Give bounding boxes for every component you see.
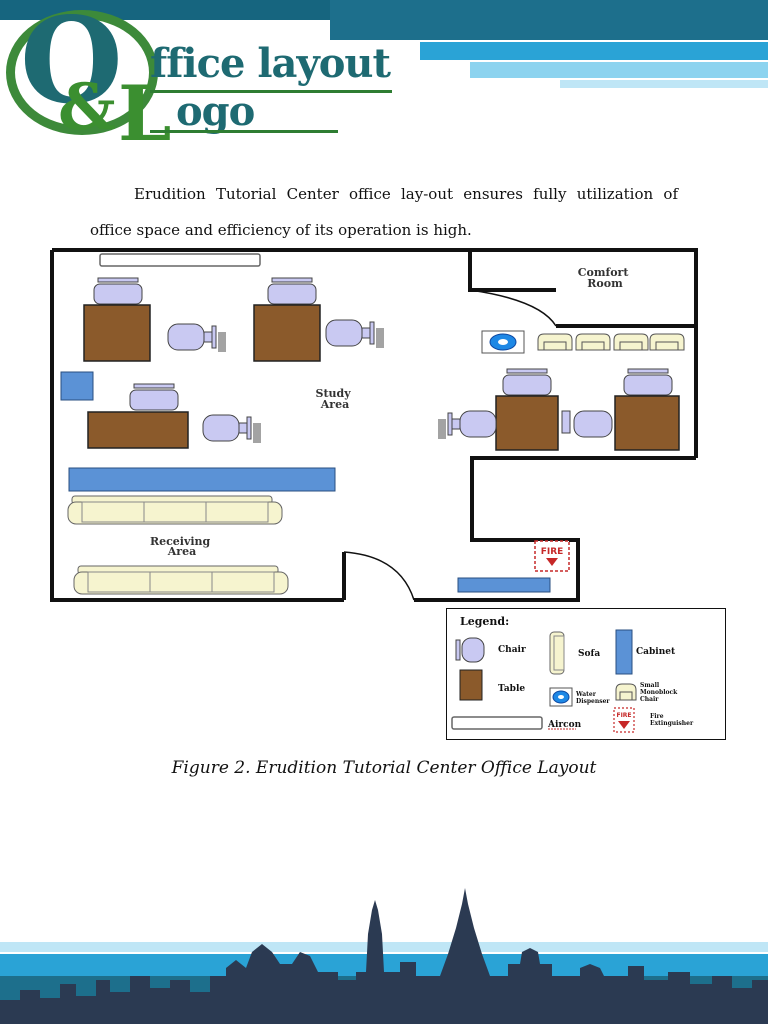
cabinet [68, 467, 336, 492]
footer-band-light [0, 942, 768, 952]
chair [167, 323, 227, 353]
cabinet [60, 371, 94, 401]
paragraph-line-2: office space and efficiency of its opera… [90, 221, 472, 239]
logo-rule [150, 90, 392, 93]
table [495, 395, 559, 451]
table [83, 304, 151, 362]
legend-monoblock-icon [615, 683, 637, 701]
fire-extinguisher: FIRE [534, 540, 570, 572]
legend-water-dispenser-label: Water Dispenser [575, 691, 610, 705]
receiving-area-label: Receiving Area [150, 535, 214, 558]
comfort-room-label: Comfort Room [578, 266, 633, 290]
legend: Legend: Chair Table Sofa Water Dispenser… [446, 608, 726, 740]
svg-text:FIRE: FIRE [616, 712, 631, 719]
legend-aircon-label: Aircon [547, 720, 582, 730]
logo-ring [6, 10, 158, 135]
legend-title: Legend: [460, 615, 509, 628]
door-arc-main [343, 551, 415, 601]
sofa [67, 495, 283, 525]
intro-paragraph: Erudition Tutorial Center office lay-out… [90, 176, 678, 248]
chair [129, 383, 179, 411]
logo-rule-2 [150, 130, 338, 133]
header-band-mid [420, 42, 768, 60]
wall-left [50, 250, 344, 602]
chair [93, 277, 143, 305]
wall-right-low [414, 456, 696, 602]
skyline-silhouette [0, 888, 768, 1024]
water-dispenser [481, 330, 525, 354]
table [253, 304, 321, 362]
walls [50, 248, 698, 602]
monoblock-chair [649, 333, 685, 351]
legend-fire-extinguisher-label: Fire Extinguisher [650, 713, 694, 727]
logo-big-l: L [118, 69, 172, 158]
logo-ampersand: & [58, 70, 116, 145]
legend-sofa-label: Sofa [578, 649, 600, 659]
logo: O ffice layout & L ogo [0, 0, 410, 160]
chair [623, 368, 673, 396]
footer-band-mid [0, 954, 768, 976]
figure-caption: Figure 2. Erudition Tutorial Center Offi… [171, 758, 597, 778]
paragraph-line-1: Erudition Tutorial Center office lay-out… [134, 185, 678, 203]
monoblock-chair [613, 333, 649, 351]
chair [561, 410, 613, 438]
chair [267, 277, 317, 305]
logo-text-line2: ogo [176, 88, 255, 135]
chair [502, 368, 552, 396]
skyline-footer [0, 888, 768, 1024]
header-band-dark [330, 0, 768, 40]
legend-chair-label: Chair [498, 645, 526, 655]
legend-cabinet-label: Cabinet [636, 647, 676, 657]
table [87, 411, 189, 449]
legend-table-icon [459, 669, 483, 701]
legend-aircon-icon [451, 716, 543, 730]
legend-sofa-icon [549, 631, 565, 675]
chair [202, 414, 262, 444]
chair [437, 410, 497, 440]
cabinet [457, 577, 551, 593]
legend-table-label: Table [498, 684, 525, 694]
monoblock-chair [537, 333, 573, 351]
legend-water-dispenser-icon [549, 687, 573, 707]
logo-text-line1: ffice layout [150, 40, 391, 87]
legend-monoblock-label: Small Monoblock Chair [640, 682, 679, 703]
legend-chair-icon [455, 637, 485, 663]
svg-text:FIRE: FIRE [541, 547, 564, 557]
sofa [73, 565, 289, 595]
study-area-label: Study Area [316, 387, 355, 411]
chair [325, 319, 385, 349]
monoblock-chair [575, 333, 611, 351]
wall-outer [52, 248, 698, 458]
header-band-thin [560, 80, 768, 88]
door-arc-comfort-room [469, 289, 557, 327]
table [614, 395, 680, 451]
logo-big-o: O [20, 0, 123, 130]
header-band-light [470, 62, 768, 78]
legend-fire-extinguisher-icon: FIRE [613, 707, 635, 733]
legend-cabinet-icon [615, 629, 633, 675]
wall-inner-cr [468, 250, 556, 292]
aircon [99, 253, 261, 267]
